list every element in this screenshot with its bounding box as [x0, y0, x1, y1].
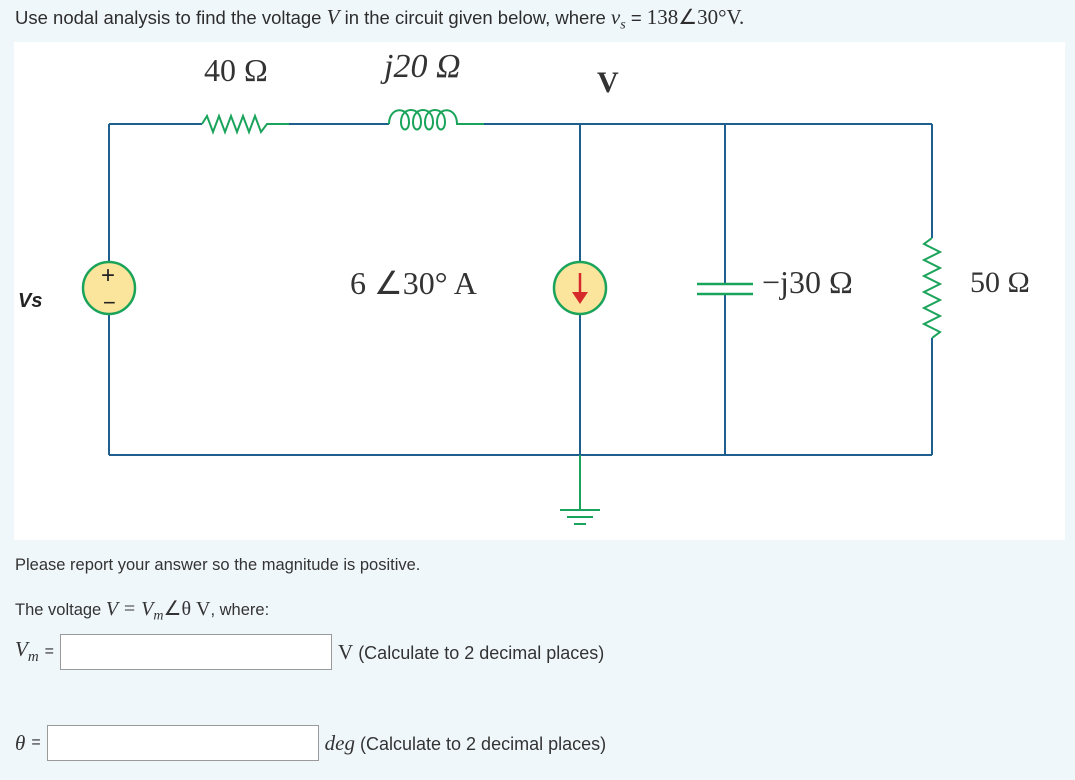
vm-var: Vm: [15, 637, 39, 666]
theta-input[interactable]: [46, 725, 319, 761]
ground-icon: [560, 455, 600, 525]
circuit-svg: [81, 109, 943, 525]
theta-equals: =: [31, 734, 41, 751]
label-r1: 40 Ω: [204, 52, 268, 88]
question-vs-value: 138∠30°V.: [646, 5, 745, 29]
question-middle: in the circuit given below, where: [339, 7, 611, 28]
current-source-icon: [552, 260, 608, 316]
question-vs-symbol: v: [610, 5, 621, 29]
inductor-j20-icon: [388, 109, 484, 131]
resistor-50-icon: [921, 237, 943, 339]
label-r2: 50 Ω: [970, 266, 1030, 299]
label-l1: j20 Ω: [384, 48, 461, 85]
circuit-diagram: 40 Ω j20 Ω V Vs + − 6 ∠30° A −j30 Ω 50 Ω: [14, 42, 1065, 540]
question-vs-sub: s: [620, 17, 626, 33]
source-plus: +: [101, 262, 116, 289]
vm-equals: =: [44, 643, 55, 660]
label-current: 6 ∠30° A: [350, 265, 477, 301]
vm-input[interactable]: [60, 634, 333, 670]
voltage-suffix: , where:: [210, 601, 270, 619]
voltage-source-icon: [81, 260, 137, 316]
instruction-report: Please report your answer so the magnitu…: [15, 556, 421, 574]
question-var-v: V: [326, 5, 340, 29]
theta-unit: deg (Calculate to 2 decimal places): [324, 730, 607, 755]
voltage-sub: m: [153, 608, 164, 624]
question-text: Use nodal analysis to find the voltage V…: [15, 5, 744, 34]
voltage-prefix: The voltage: [15, 601, 106, 619]
question-prefix: Use nodal analysis to find the voltage: [15, 7, 327, 28]
label-node-v: V: [597, 66, 619, 99]
theta-answer-row: θ = deg (Calculate to 2 decimal places): [15, 725, 606, 761]
resistor-40-icon: [201, 113, 289, 135]
source-minus: −: [103, 290, 116, 315]
theta-var: θ: [15, 730, 26, 755]
label-capacitor: −j30 Ω: [762, 264, 853, 300]
label-vs: Vs: [18, 290, 43, 312]
capacitor-icon: [697, 282, 753, 296]
voltage-angle: ∠θ V: [163, 598, 211, 620]
instruction-voltage: The voltage V = Vm∠θ V, where:: [15, 596, 269, 624]
vm-answer-row: Vm = V (Calculate to 2 decimal places): [15, 634, 604, 670]
voltage-expr: V = V: [105, 598, 154, 620]
question-equals: =: [625, 7, 647, 28]
vm-unit: V (Calculate to 2 decimal places): [338, 639, 605, 664]
